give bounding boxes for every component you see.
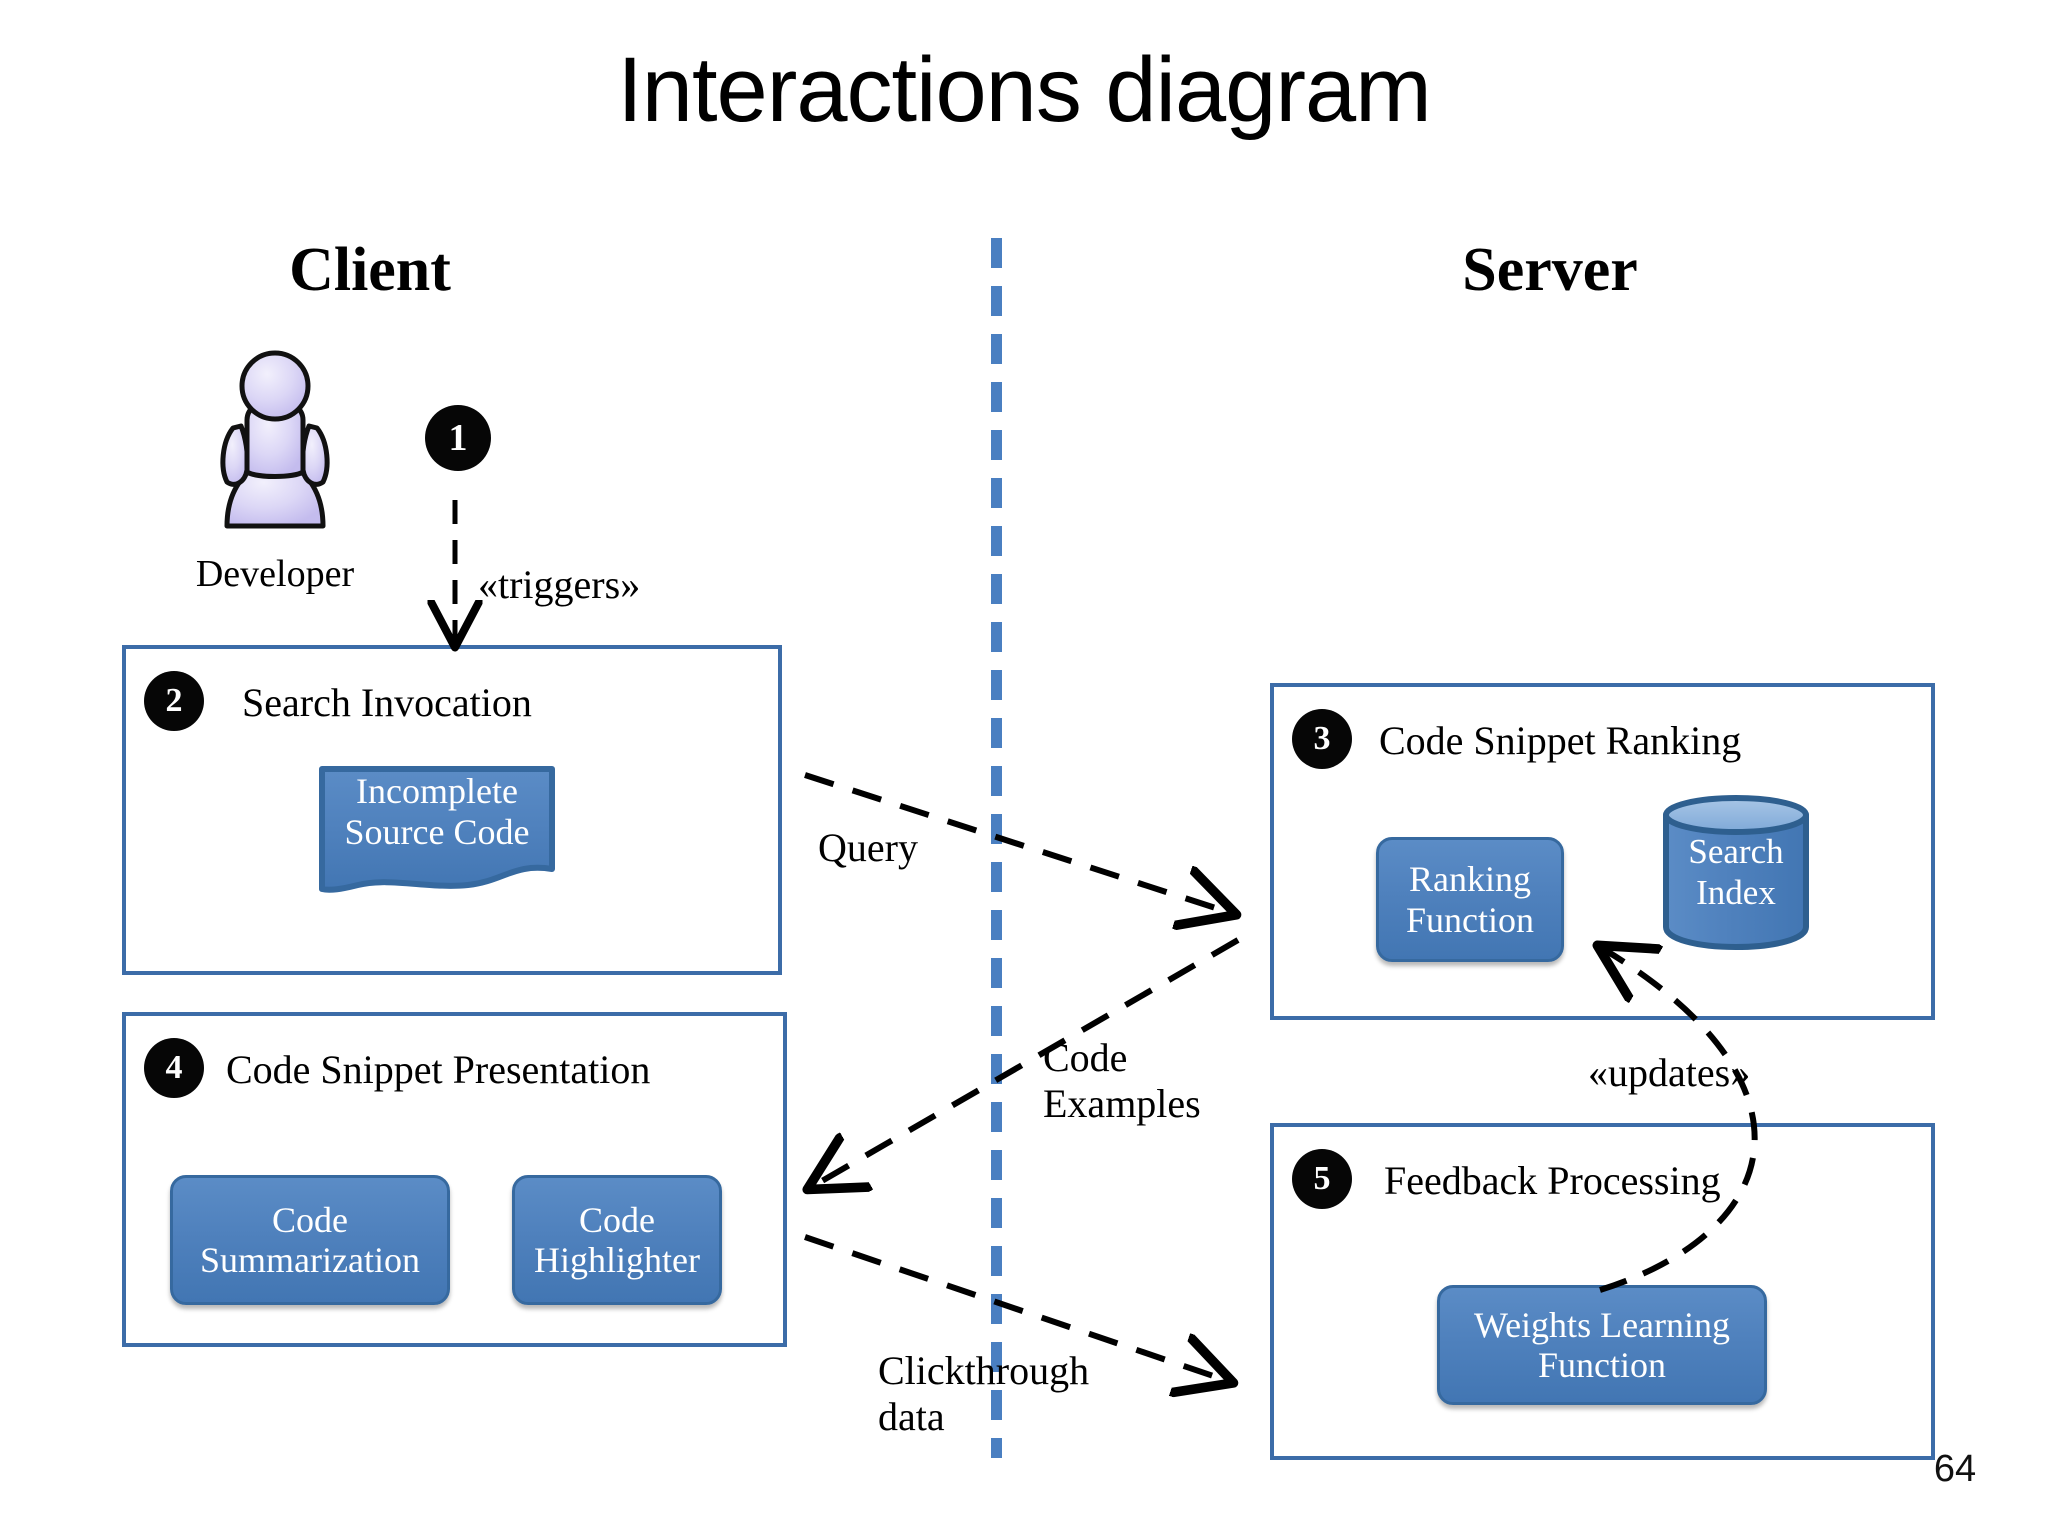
node-search-index-database-icon: Search Index (1660, 793, 1812, 951)
connector-label-triggers: «triggers» (478, 562, 641, 607)
page-title: Interactions diagram (617, 39, 1432, 141)
node-label-incomplete-line1: Incomplete (356, 771, 518, 811)
developer-label: Developer (195, 553, 355, 595)
node-label-highlighter-line2: Highlighter (534, 1240, 700, 1280)
box-title-search-invocation: Search Invocation (242, 680, 532, 725)
node-code-highlighter: Code Highlighter (512, 1175, 722, 1305)
node-label-incomplete-line2: Source Code (344, 812, 530, 853)
connector-label-code-examples-line1: Code (1043, 1035, 1128, 1080)
node-label-weights-line1: Weights Learning (1473, 1304, 1731, 1345)
box-title-code-snippet-ranking: Code Snippet Ranking (1379, 718, 1742, 763)
box-search-invocation: 2 Search Invocation (122, 645, 782, 975)
connector-label-clickthrough-line2: data (878, 1394, 945, 1439)
step-badge-1: 1 (425, 405, 491, 471)
page-number: 64 (1933, 1448, 1977, 1490)
connector-label-code-examples: Code Examples (1043, 1035, 1201, 1127)
node-label-ranking-line1: Ranking (1408, 859, 1531, 900)
node-ranking-function: Ranking Function (1376, 837, 1564, 962)
step-badge-2: 2 (144, 671, 204, 731)
node-label-weights-line2: Function (1537, 1345, 1666, 1385)
node-label-summarization-line1: Code (272, 1199, 348, 1240)
node-label-summarization-line2: Summarization (200, 1240, 420, 1280)
node-label-search-index-line2: Index (1696, 873, 1776, 913)
client-column-heading: Client (289, 236, 451, 304)
box-code-snippet-ranking: 3 Code Snippet Ranking (1270, 683, 1935, 1020)
developer-actor-icon (205, 350, 345, 540)
server-column-heading: Server (1462, 236, 1638, 304)
step-badge-4: 4 (144, 1038, 204, 1098)
box-title-feedback-processing: Feedback Processing (1384, 1158, 1721, 1203)
node-label-ranking-line2: Function (1405, 899, 1534, 940)
connector-label-clickthrough-line1: Clickthrough (878, 1348, 1090, 1393)
connector-label-clickthrough: Clickthrough data (878, 1348, 1089, 1440)
node-label-search-index-line1: Search (1688, 832, 1784, 871)
connector-label-code-examples-line2: Examples (1043, 1081, 1201, 1126)
box-title-code-snippet-presentation: Code Snippet Presentation (226, 1047, 651, 1092)
node-weights-learning-function: Weights Learning Function (1437, 1285, 1767, 1405)
node-incomplete-source-code: Incomplete Source Code (318, 765, 556, 895)
node-label-highlighter-line1: Code (578, 1199, 655, 1240)
client-server-divider (991, 238, 1002, 1458)
node-code-summarization: Code Summarization (170, 1175, 450, 1305)
connector-label-query: Query (818, 825, 918, 870)
step-badge-5: 5 (1292, 1149, 1352, 1209)
connector-label-updates: «updates» (1588, 1050, 1751, 1095)
step-badge-3: 3 (1292, 709, 1352, 769)
